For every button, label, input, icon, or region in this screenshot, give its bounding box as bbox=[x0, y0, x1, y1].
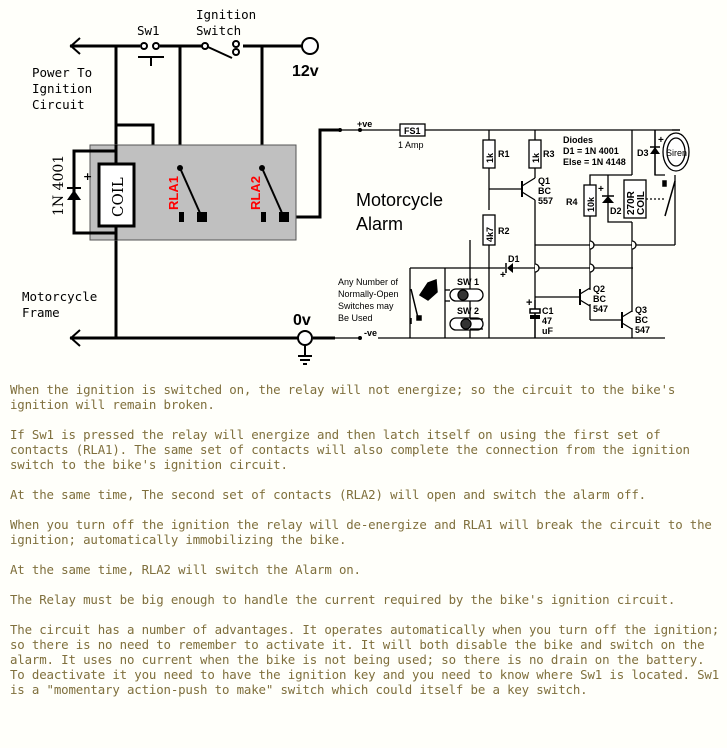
transistor-q2 bbox=[579, 287, 591, 307]
circuit-diagram: + bbox=[22, 7, 690, 365]
q3-type-2: 547 bbox=[635, 325, 650, 335]
sw1-label: Sw1 bbox=[137, 23, 160, 38]
fuse bbox=[399, 123, 426, 137]
arrow-power-out bbox=[69, 37, 81, 55]
rla2-contacts bbox=[259, 165, 289, 222]
12v-terminal bbox=[301, 37, 319, 55]
diodes-d1-spec: D1 = 1N 4001 bbox=[563, 146, 619, 156]
alarm-coil-value: 270R bbox=[626, 190, 637, 215]
transistor-q1 bbox=[521, 177, 536, 201]
crossovers bbox=[534, 240, 637, 273]
fuse-rating: 1 Amp bbox=[398, 140, 424, 150]
ground-terminal bbox=[297, 330, 313, 365]
q3-label: Q3 bbox=[635, 305, 647, 315]
c1-plus: + bbox=[526, 297, 532, 309]
switch-note-line-2: Normally-Open bbox=[338, 289, 399, 299]
paragraph-advantages: The circuit has a number of advantages. … bbox=[10, 622, 727, 697]
r3-value: 1k bbox=[531, 152, 541, 163]
alarm-coil-label: COIL bbox=[636, 191, 647, 215]
q1-type-1: BC bbox=[538, 186, 551, 196]
c1-label: C1 bbox=[542, 306, 554, 316]
fuse-label: FS1 bbox=[404, 126, 421, 136]
switch-note-line-3: Switches may bbox=[338, 301, 394, 311]
r2-value: 4k7 bbox=[485, 227, 495, 242]
motorcycle-frame-label-1: Motorcycle bbox=[22, 289, 97, 304]
relay-diode-plus: + bbox=[83, 170, 92, 183]
reed-switch-sw1 bbox=[445, 288, 484, 302]
d1-plus: + bbox=[500, 270, 506, 281]
alarm-relay-contact bbox=[662, 180, 676, 217]
diode-d3 bbox=[650, 130, 660, 175]
q2-type-1: BC bbox=[593, 294, 606, 304]
r1-value: 1k bbox=[485, 152, 495, 163]
r4-label: R4 bbox=[566, 197, 578, 207]
power-to-ignition-label-1: Power To bbox=[32, 65, 92, 80]
paragraph-ignition-off: When you turn off the ignition the relay… bbox=[10, 517, 720, 547]
r1-label: R1 bbox=[498, 149, 510, 159]
relay-diode: + bbox=[67, 170, 92, 200]
rla2-label: RLA2 bbox=[248, 176, 263, 210]
capacitor-c1 bbox=[529, 308, 541, 319]
q3-type-1: BC bbox=[635, 315, 648, 325]
paragraph-sw1-pressed: If Sw1 is pressed the relay will energiz… bbox=[10, 427, 698, 472]
d3-plus: + bbox=[658, 135, 664, 146]
d2-label: D2 bbox=[610, 206, 622, 216]
paragraph-relay-size: The Relay must be big enough to handle t… bbox=[10, 592, 676, 607]
diodes-else-spec: Else = 1N 4148 bbox=[563, 157, 626, 167]
rla1-label: RLA1 bbox=[166, 176, 181, 210]
minus-ve-label: -ve bbox=[364, 328, 377, 338]
diode-d1 bbox=[505, 263, 513, 273]
diodes-heading: Diodes bbox=[563, 135, 593, 145]
q2-label: Q2 bbox=[593, 284, 605, 294]
r4-value: 10k bbox=[586, 196, 596, 212]
sensor-switch bbox=[410, 278, 438, 324]
arrow-frame bbox=[69, 329, 81, 347]
c1-value-2: uF bbox=[542, 326, 553, 336]
power-to-ignition-label-2: Ignition bbox=[32, 81, 92, 96]
sw-1-label: SW 1 bbox=[457, 277, 479, 287]
resistor-r3 bbox=[528, 139, 542, 169]
power-to-ignition-label-3: Circuit bbox=[32, 97, 85, 112]
rla1-contacts bbox=[177, 165, 207, 222]
ground-voltage-label: 0v bbox=[293, 312, 311, 329]
motorcycle-frame-label-2: Frame bbox=[22, 305, 60, 320]
siren bbox=[662, 132, 690, 172]
ignition-switch bbox=[201, 40, 240, 59]
plus-ve-label: +ve bbox=[357, 119, 372, 129]
resistor-r4 bbox=[583, 184, 597, 217]
description-text: When the ignition is switched on, the re… bbox=[10, 382, 725, 712]
alarm-title-line-2: Alarm bbox=[356, 214, 403, 234]
ignition-switch-label-2: Switch bbox=[196, 23, 241, 38]
reed-switch-sw2 bbox=[449, 317, 484, 331]
sw1-switch bbox=[138, 42, 164, 66]
paragraph-rla2-open: At the same time, The second set of cont… bbox=[10, 487, 646, 502]
paragraph-ignition-on: When the ignition is switched on, the re… bbox=[10, 382, 683, 412]
relay-coil-label: COIL bbox=[109, 177, 127, 217]
paragraph-alarm-on: At the same time, RLA2 will switch the A… bbox=[10, 562, 361, 577]
d3-label: D3 bbox=[637, 148, 649, 158]
r3-label: R3 bbox=[543, 149, 555, 159]
ignition-switch-label-1: Ignition bbox=[196, 7, 256, 22]
q1-label: Q1 bbox=[538, 176, 550, 186]
diode-d2 bbox=[602, 195, 614, 203]
resistor-r1 bbox=[482, 139, 496, 169]
d1-label: D1 bbox=[508, 254, 520, 264]
switch-note-line-1: Any Number of bbox=[338, 277, 399, 287]
supply-voltage-label: 12v bbox=[292, 63, 319, 80]
relay-diode-label: 1N 4001 bbox=[51, 155, 67, 216]
alarm-title-line-1: Motorcycle bbox=[356, 190, 443, 210]
resistor-r2 bbox=[482, 214, 496, 246]
transistor-q3 bbox=[621, 310, 633, 330]
r2-label: R2 bbox=[498, 226, 510, 236]
junction-dots bbox=[338, 128, 362, 340]
d2-plus: + bbox=[598, 184, 604, 195]
q1-type-2: 557 bbox=[538, 196, 553, 206]
switch-note-line-4: Be Used bbox=[338, 313, 373, 323]
sw-2-label: SW 2 bbox=[457, 306, 479, 316]
siren-label: Siren bbox=[666, 148, 687, 158]
q2-type-2: 547 bbox=[593, 304, 608, 314]
relay-coil bbox=[97, 162, 136, 228]
c1-value-1: 47 bbox=[542, 316, 552, 326]
